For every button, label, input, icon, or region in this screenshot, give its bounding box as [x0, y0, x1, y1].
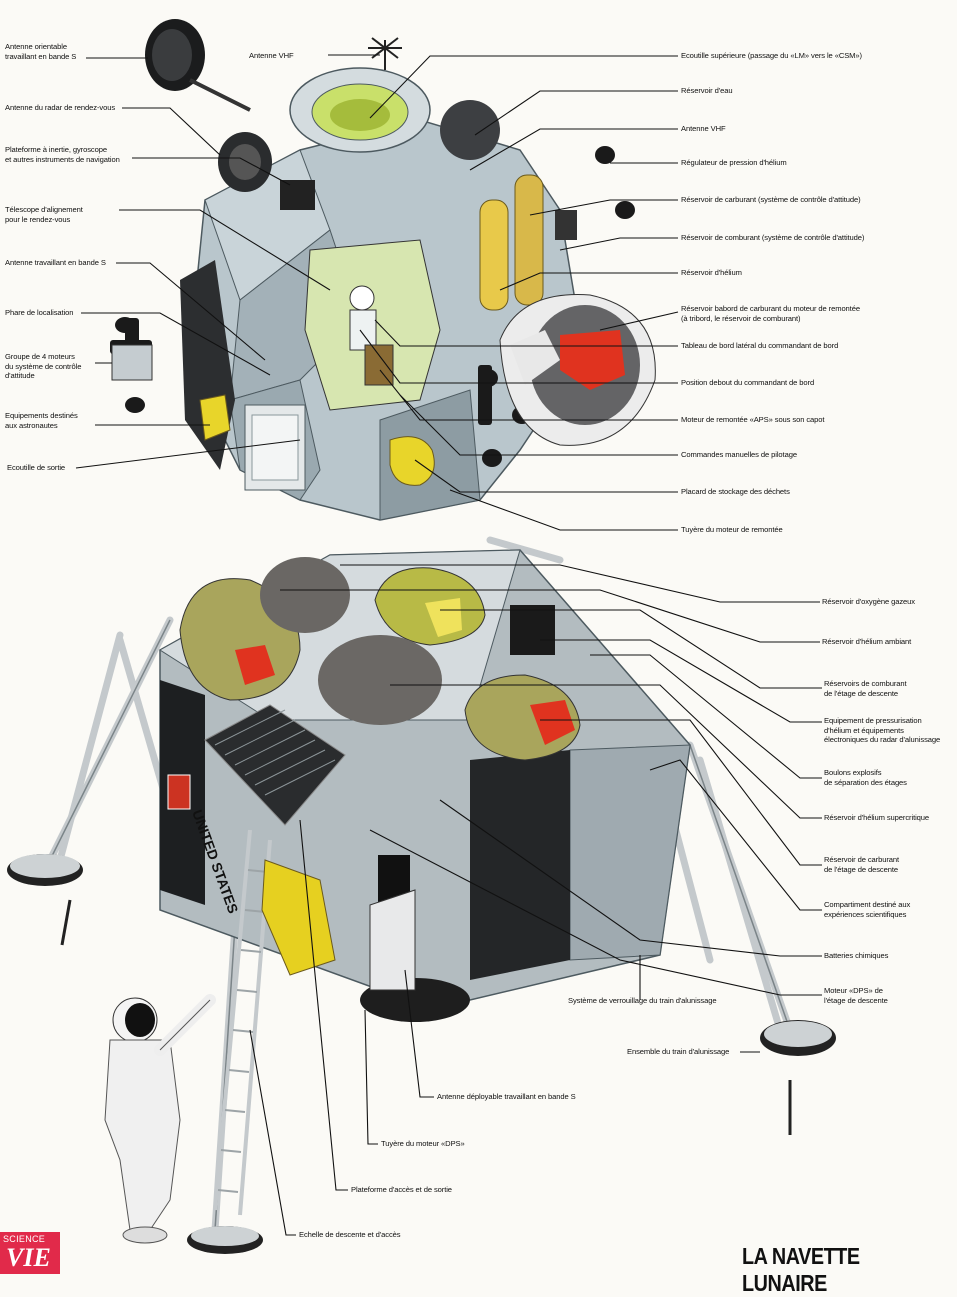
- label-upper-hatch: Ecoutille supérieure (passage du «LM» ve…: [681, 51, 862, 60]
- label-helium-tank: Réservoir d'hélium: [681, 268, 742, 277]
- label-tracking-light: Phare de localisation: [5, 308, 74, 317]
- label-dps-engine: Moteur «DPS» de l'étage de descente: [824, 986, 888, 1005]
- label-crew-equipment: Equipements destinés aux astronautes: [5, 411, 78, 430]
- label-batteries: Batteries chimiques: [824, 951, 889, 960]
- label-manual-controls: Commandes manuelles de pilotage: [681, 450, 797, 459]
- logo-top-text: SCIENCE: [3, 1234, 46, 1244]
- label-ascent-fuel-tank: Réservoir babord de carburant du moteur …: [681, 304, 860, 323]
- label-deployable-s-band: Antenne déployable travaillant en bande …: [437, 1092, 576, 1101]
- astronaut-figure: [104, 994, 216, 1244]
- label-dps-nozzle: Tuyère du moteur «DPS»: [381, 1139, 465, 1148]
- label-helium-pressurization: Equipement de pressurisation d'hélium et…: [824, 716, 941, 745]
- label-gear-lock: Système de verrouillage du train d'aluni…: [568, 996, 717, 1005]
- label-rcs-quad: Groupe de 4 moteurs du système de contrô…: [5, 352, 82, 381]
- label-side-panel: Tableau de bord latéral du commandant de…: [681, 341, 839, 350]
- label-ambient-helium-tank: Réservoir d'hélium ambiant: [822, 637, 912, 646]
- label-landing-gear: Ensemble du train d'alunissage: [627, 1047, 730, 1056]
- descent-stage: UNITED STATES: [7, 536, 836, 1254]
- ascent-stage: [110, 19, 656, 521]
- label-inertial-platform: Plateforme à inertie, gyroscope et autre…: [5, 145, 120, 164]
- label-vhf-antenna-top: Antenne VHF: [249, 51, 294, 60]
- label-s-band-antenna: Antenne travaillant en bande S: [5, 258, 106, 267]
- label-rendezvous-radar-antenna: Antenne du radar de rendez-vous: [5, 103, 116, 112]
- label-science-compartment: Compartiment destiné aux expériences sci…: [824, 900, 911, 919]
- logo-main-text: VIE: [6, 1243, 51, 1272]
- label-exit-hatch: Ecoutille de sortie: [7, 463, 66, 472]
- label-rcs-fuel-tank: Réservoir de carburant (système de contr…: [681, 195, 861, 204]
- label-waste-storage: Placard de stockage des déchets: [681, 487, 790, 496]
- label-vhf-antenna: Antenne VHF: [681, 124, 726, 133]
- label-water-tank: Réservoir d'eau: [681, 86, 733, 95]
- label-descent-fuel-tank: Réservoir de carburant de l'étage de des…: [824, 855, 900, 874]
- label-descent-oxidizer-tanks: Réservoirs de comburant de l'étage de de…: [824, 679, 907, 698]
- science-vie-logo: SCIENCE VIE: [0, 1232, 60, 1274]
- label-supercritical-helium: Réservoir d'hélium supercritique: [824, 813, 930, 822]
- label-alignment-telescope: Télescope d'alignement pour le rendez-vo…: [5, 205, 83, 224]
- label-steerable-s-band-antenna: Antenne orientable travaillant en bande …: [5, 42, 77, 61]
- label-helium-pressure-regulator: Régulateur de pression d'hélium: [681, 158, 787, 167]
- label-aps-engine: Moteur de remontée «APS» sous son capot: [681, 415, 825, 424]
- label-oxygen-tank: Réservoir d'oxygène gazeux: [822, 597, 915, 606]
- label-explosive-bolts: Boulons explosifs de séparation des étag…: [824, 768, 907, 787]
- label-access-platform: Plateforme d'accès et de sortie: [351, 1185, 452, 1194]
- label-ladder: Echelle de descente et d'accès: [299, 1230, 401, 1239]
- label-rcs-oxidizer-tank: Réservoir de comburant (système de contr…: [681, 233, 865, 242]
- page-title: LA NAVETTE LUNAIRE: [742, 1243, 860, 1296]
- label-ascent-nozzle: Tuyère du moteur de remontée: [681, 525, 783, 534]
- leader-lines: [75, 54, 822, 1236]
- label-commander-position: Position debout du commandant de bord: [681, 378, 815, 387]
